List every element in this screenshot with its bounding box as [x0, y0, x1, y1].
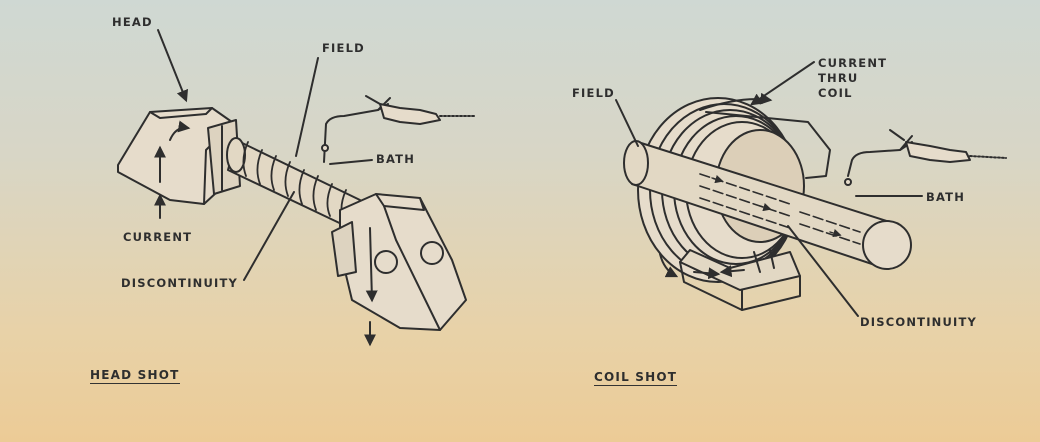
- coil-bath-nozzle: [847, 149, 901, 177]
- head-current-label: CURRENT: [123, 230, 193, 244]
- head-bath-nozzle: [323, 109, 379, 163]
- right-head-block: [339, 193, 467, 331]
- coil-current-thru-coil-label: CURRENT THRU COIL: [818, 56, 888, 100]
- coil-field-label: FIELD: [572, 86, 615, 100]
- coil-field-lines: [699, 173, 861, 245]
- head-field-label: FIELD: [322, 41, 365, 55]
- coil-shot-figure: [615, 61, 1007, 317]
- coil-shot-title: COIL SHOT: [594, 370, 678, 386]
- head-field-lines: [242, 141, 347, 223]
- coil-discontinuity-label: DISCONTINUITY: [860, 315, 978, 329]
- head-shot-title: HEAD SHOT: [90, 368, 180, 384]
- head-shot-figure: [117, 29, 477, 347]
- coil-bath-label: BATH: [926, 190, 966, 204]
- head-discontinuity-label: DISCONTINUITY: [121, 276, 239, 290]
- head-bath-label: BATH: [376, 152, 416, 166]
- head-label: HEAD: [112, 15, 153, 29]
